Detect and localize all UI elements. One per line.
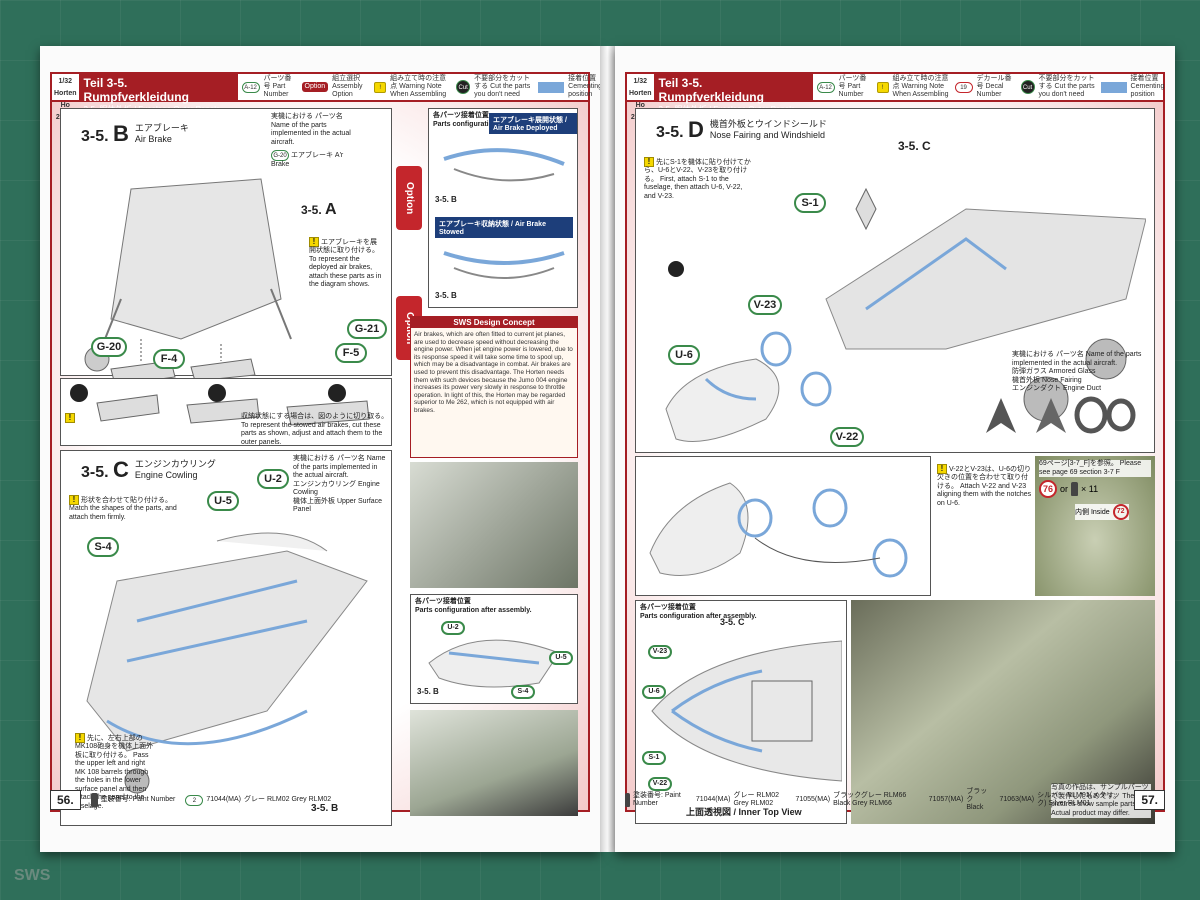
step-3-5-b-panel: 3-5. B エアブレーキ Air Brake 実機における パーツ名 Name… (60, 108, 392, 386)
paint-72-icon: 72 (1112, 504, 1129, 520)
page-number: 57. (1134, 790, 1165, 810)
first-note: ! 先にS-1を機体に貼り付けてから、U-6とV-22、V-23を取り付ける。 … (644, 157, 751, 200)
barrel-note: ! 先に、左右上部のMK108砲身を機体上面外板に取り付ける。 Pass the… (75, 733, 154, 810)
stowed-title: エアブレーキ収納状態 / Air Brake Stowed (435, 217, 573, 238)
warning-icon: ! (876, 81, 889, 93)
page-header: 1/32 Horten Ho 229 B Teil 3-5. Rumpfverk… (625, 72, 1165, 121)
decal-number-icon: 19 (954, 81, 973, 93)
instruction-booklet: 1/32 Horten Ho 229 B Teil 3-5. Rumpfverk… (40, 46, 1175, 852)
page-number: 56. (50, 790, 81, 810)
page-header: 1/32 Horten Ho 229 B Teil 3-5. Rumpfverk… (50, 72, 600, 121)
cut-icon: Cut (1020, 80, 1035, 94)
warning-note: ! 形状を合わせて貼り付ける。 Match the shapes of the … (69, 495, 177, 521)
warning-icon: ! (374, 81, 387, 93)
option-icon: Option (301, 82, 329, 92)
air-brake-config-panel: 各パーツ接着位置 Parts configuration after assem… (428, 108, 578, 308)
inner-top-view-diagram (651, 640, 842, 782)
page-57: 1/32 Horten Ho 229 B Teil 3-5. Rumpfverk… (615, 46, 1175, 852)
notch-detail-panel (635, 456, 931, 596)
cement-position-icon (1100, 81, 1127, 93)
warning-icon: ! (937, 464, 947, 474)
notch-note: ! V-22とV-23は、U-6の切り欠きの位置を合わせて取り付ける。 Atta… (937, 464, 1032, 507)
windshield-photo: 69ページ[3-7_F]を参照。 Please see page 69 sect… (1035, 456, 1155, 596)
paint-bottle-icon (90, 793, 98, 807)
paint-76-icon: 76 (1039, 480, 1057, 498)
notch-diagram (649, 482, 908, 578)
legend: A-12 パーツ番号 Part Number ! 組み立て時の注意点 Warni… (813, 75, 1165, 99)
concept-text: Air brakes, which are often fitted to cu… (414, 331, 573, 414)
config-c-diagram (428, 639, 560, 688)
actual-parts-note: 実機における パーツ名 Name of the parts implemente… (1012, 351, 1142, 392)
cut-note-jp: ! (65, 413, 175, 423)
part-silhouettes (986, 396, 1136, 434)
part-g-21: G-21 (347, 319, 387, 339)
section-title: Teil 3-5. Rumpfverkleidung 3-5. 胴体外板 / F… (79, 74, 238, 114)
actual-parts-note: 実機における パーツ名 Name of the parts implemente… (293, 455, 386, 513)
legend: A-12 パーツ番号 Part Number Option 組立選択 Assem… (238, 75, 600, 99)
engine-cowling-diagram (86, 532, 368, 794)
section-title: Teil 3-5. Rumpfverkleidung 3-5. 胴体外板 / F… (654, 74, 813, 114)
paint-bottle-icon (1071, 482, 1079, 496)
config-d-panel: 各パーツ接着位置 Parts configuration after assem… (635, 600, 847, 824)
warning-icon: ! (65, 413, 75, 423)
step-3-5-c-panel: 3-5. C エンジンカウリング Engine Cowling 実機における パ… (60, 450, 392, 826)
page-56: 1/32 Horten Ho 229 B Teil 3-5. Rumpfverk… (40, 46, 600, 852)
air-brake-diagram (84, 178, 292, 386)
warning-icon: ! (75, 733, 85, 743)
deployed-diagram (443, 148, 565, 182)
step-title: 3-5. D 機首外板とウインドシールド Nose Fairing and Wi… (656, 117, 827, 142)
sample-photo-cockpit: 写真の作品は、サンプルパーツで製作したものです。 The pictures sh… (851, 600, 1155, 824)
part-u-6: U-6 (668, 345, 700, 365)
ref-step-c: 3-5. C (898, 139, 931, 153)
paint-bottle-icon (625, 793, 630, 807)
step-title: 3-5. B エアブレーキ Air Brake (81, 121, 189, 146)
config-c-panel: 各パーツ接着位置 Parts configuration after assem… (410, 594, 578, 704)
kit-scale: 1/32 Horten Ho 229 B (627, 74, 655, 121)
sample-photo-cowling (410, 710, 578, 816)
cement-position-icon (538, 81, 565, 93)
part-f-4: F-4 (153, 349, 185, 369)
warning-icon: ! (69, 495, 79, 505)
inner-top-view-caption: 上面透視図 / Inner Top View (686, 807, 802, 817)
step-title: 3-5. C エンジンカウリング Engine Cowling (81, 457, 216, 482)
sample-photo-brake (410, 462, 578, 588)
concept-title: SWS Design Concept (411, 317, 577, 328)
part-u-5: U-5 (207, 491, 239, 511)
option-tag: Option (396, 166, 422, 230)
ref-step-a: 3-5. A (301, 201, 337, 218)
page-footer: 塗装番号: Paint Number 71044(MA) グレー RLM02 G… (625, 788, 1165, 812)
part-s-4: S-4 (87, 537, 119, 557)
part-u-2: U-2 (257, 469, 289, 489)
part-f-5: F-5 (335, 343, 367, 363)
sws-logo: SWS (14, 867, 51, 884)
step-3-5-d-panel: 3-5. D 機首外板とウインドシールド Nose Fairing and Wi… (635, 108, 1155, 453)
warning-note: ! エアブレーキを展開状態に取り付ける。 To represent the de… (309, 237, 382, 289)
cut-icon: Cut (456, 80, 471, 94)
stowed-diagram (443, 251, 565, 279)
part-g-20: G-20 (91, 337, 127, 357)
part-s-1: S-1 (794, 193, 826, 213)
spine (600, 46, 615, 852)
actual-parts-note: 実機における パーツ名 Name of the parts implemente… (271, 113, 351, 168)
nose-fairing-diagram (665, 187, 1146, 442)
cut-parts-diagram (70, 384, 370, 426)
design-concept-box: SWS Design Concept Air brakes, which are… (410, 316, 578, 458)
deployed-title: エアブレーキ展開状態 / Air Brake Deployed (489, 113, 577, 134)
ref-step-b: 3-5. B (311, 803, 339, 814)
page-footer: 56. 塗装番号: Paint Number 2 71044(MA) グレー R… (50, 788, 590, 812)
part-number-icon: A-12 (816, 81, 835, 93)
part-v-22: V-22 (830, 427, 864, 447)
part-v-23: V-23 (748, 295, 782, 315)
cut-note: 収納状態にする場合は、図のように切り取る。 To represent the s… (241, 413, 389, 446)
kit-scale: 1/32 Horten Ho 229 B (52, 74, 80, 121)
part-number-icon: A-12 (241, 81, 260, 93)
cut-parts-strip: ! 収納状態にする場合は、図のように切り取る。 To represent the… (60, 378, 392, 446)
